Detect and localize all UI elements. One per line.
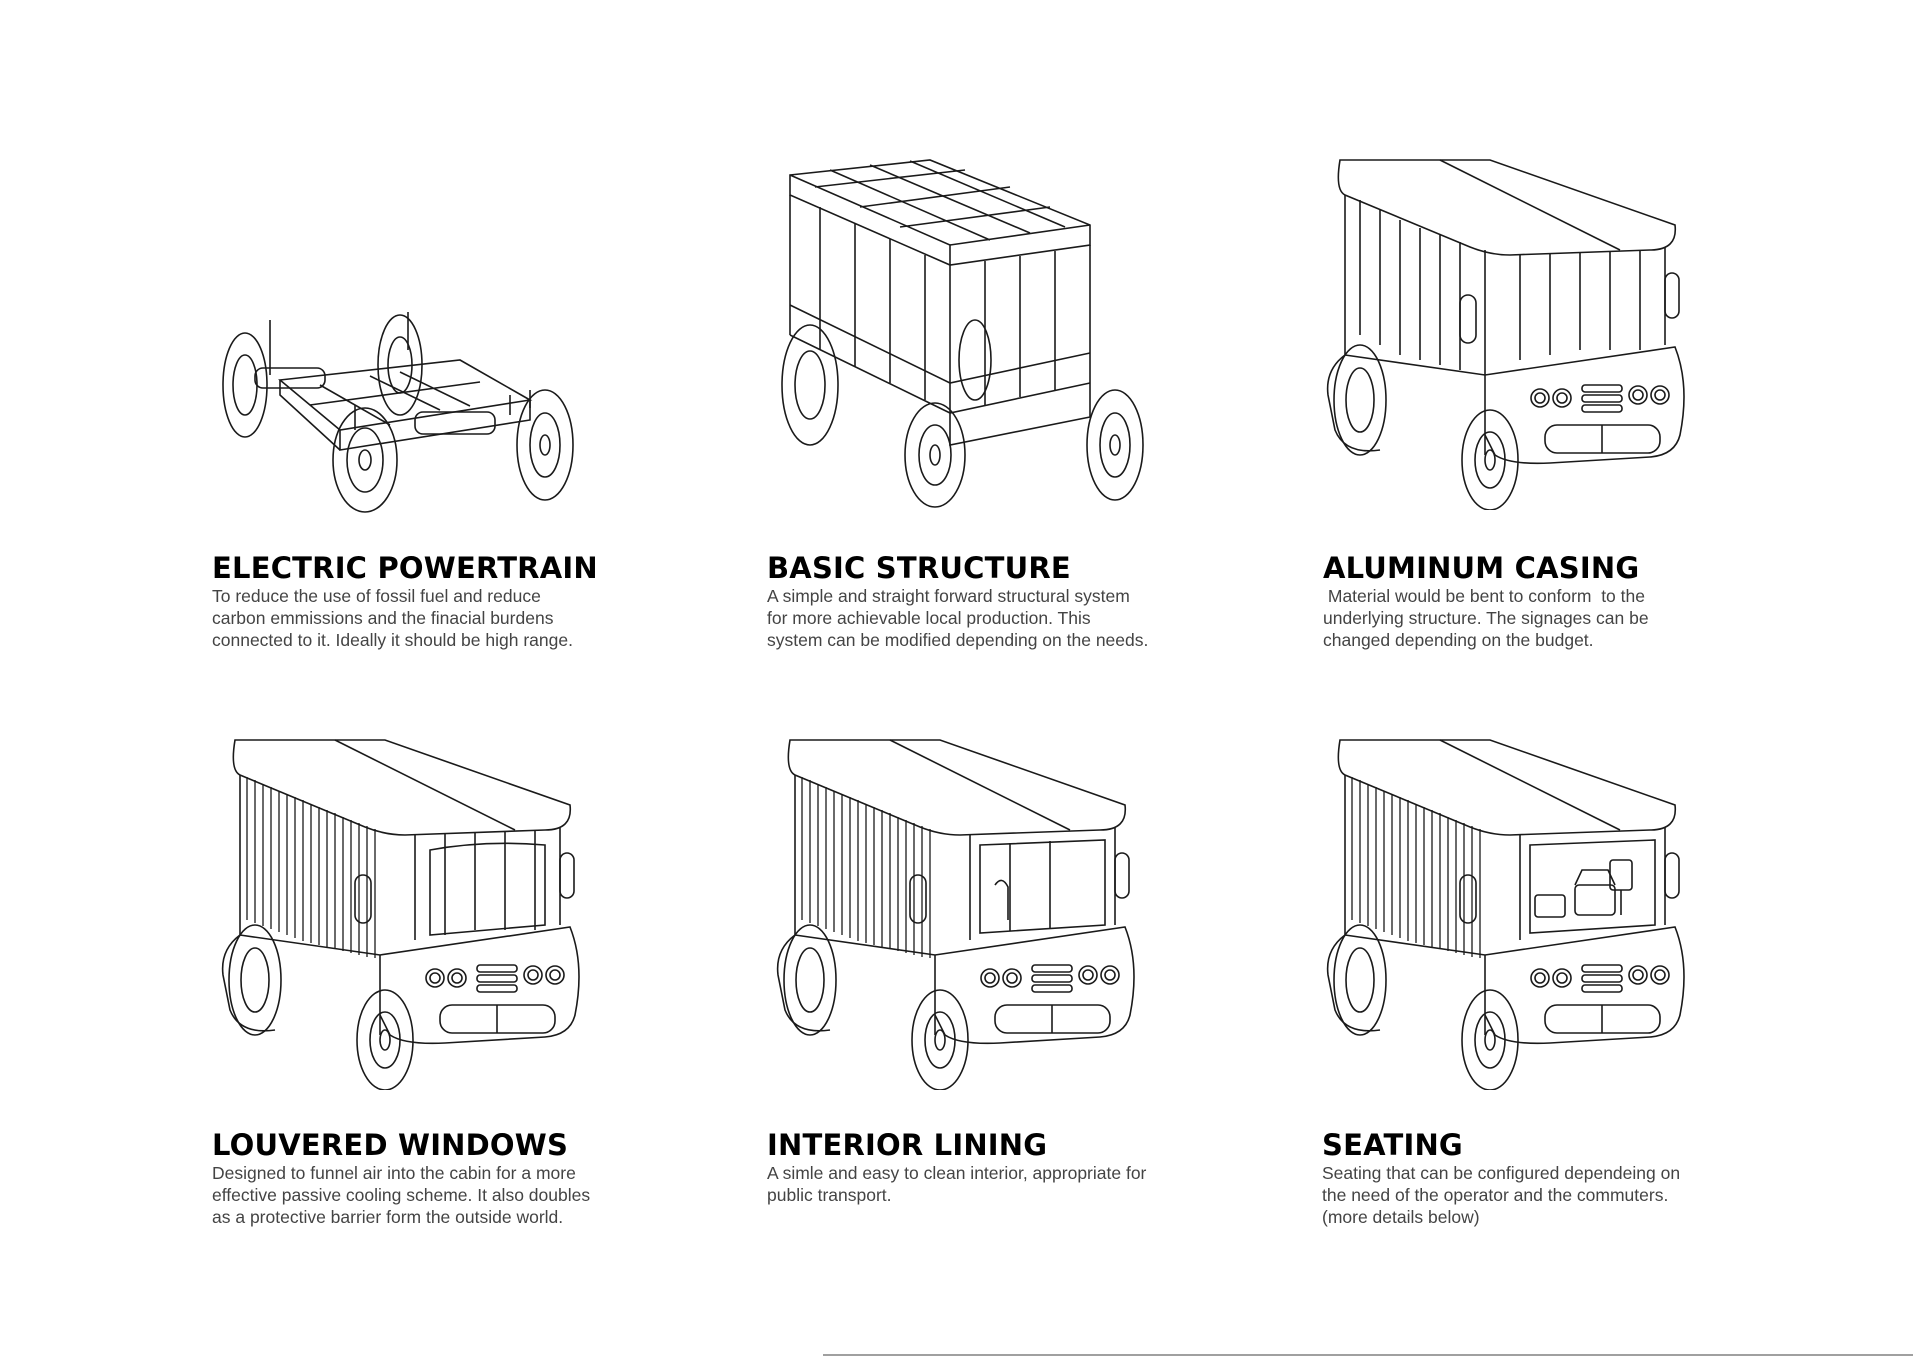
panel-title: ALUMINUM CASING <box>1323 551 1743 585</box>
panel-text-line: underlying structure. The signages can b… <box>1323 607 1743 629</box>
louvered-illustration <box>215 735 610 1090</box>
panel-text-line: A simle and easy to clean interior, appr… <box>767 1162 1187 1184</box>
panel-text-line: carbon emmissions and the finacial burde… <box>212 607 632 629</box>
panel-text-line: as a protective barrier form the outside… <box>212 1206 632 1228</box>
panel-text-line: the need of the operator and the commute… <box>1322 1184 1742 1206</box>
bottom-divider <box>823 1354 1913 1356</box>
casing-illustration <box>1320 155 1715 510</box>
panel-text-line: To reduce the use of fossil fuel and red… <box>212 585 632 607</box>
panel-text-line: Material would be bent to conform to the <box>1323 585 1743 607</box>
seating-illustration <box>1320 735 1715 1090</box>
structure-illustration <box>770 155 1150 510</box>
caption-seating: SEATING Seating that can be configured d… <box>1322 1128 1742 1228</box>
panel-text-line: for more achievable local production. Th… <box>767 607 1187 629</box>
caption-electric-powertrain: ELECTRIC POWERTRAIN To reduce the use of… <box>212 551 632 651</box>
panel-text-line: public transport. <box>767 1184 1187 1206</box>
caption-interior-lining: INTERIOR LINING A simle and easy to clea… <box>767 1128 1187 1206</box>
panel-text-line: changed depending on the budget. <box>1323 629 1743 651</box>
panel-title: ELECTRIC POWERTRAIN <box>212 551 632 585</box>
panel-text-line: system can be modified depending on the … <box>767 629 1187 651</box>
interior-illustration <box>770 735 1165 1090</box>
caption-aluminum-casing: ALUMINUM CASING Material would be bent t… <box>1323 551 1743 651</box>
panel-title: SEATING <box>1322 1128 1742 1162</box>
panel-text-line: A simple and straight forward structural… <box>767 585 1187 607</box>
panel-text-line: connected to it. Ideally it should be hi… <box>212 629 632 651</box>
panel-text-line: effective passive cooling scheme. It als… <box>212 1184 632 1206</box>
caption-louvered-windows: LOUVERED WINDOWS Designed to funnel air … <box>212 1128 632 1228</box>
panel-text-line: Designed to funnel air into the cabin fo… <box>212 1162 632 1184</box>
panel-title: BASIC STRUCTURE <box>767 551 1187 585</box>
panel-title: LOUVERED WINDOWS <box>212 1128 632 1162</box>
panel-title: INTERIOR LINING <box>767 1128 1187 1162</box>
powertrain-illustration <box>210 300 600 515</box>
panel-text-line: Seating that can be configured dependein… <box>1322 1162 1742 1184</box>
caption-basic-structure: BASIC STRUCTURE A simple and straight fo… <box>767 551 1187 651</box>
panel-text-line: (more details below) <box>1322 1206 1742 1228</box>
